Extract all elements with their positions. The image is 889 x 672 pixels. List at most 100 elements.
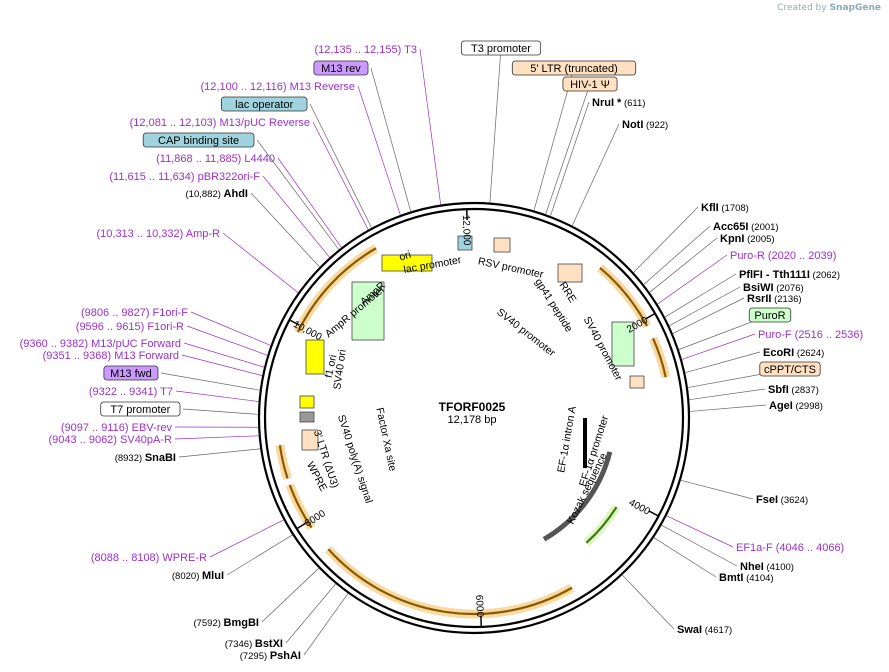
label-cppt-cts: cPPT/CTS <box>759 361 821 377</box>
label-t3-promoter-leader <box>489 47 502 203</box>
label-noti-leader <box>571 123 620 226</box>
label-pshai-text: (7295) PshAI <box>240 650 301 662</box>
label-bmti-text: BmtI (4104) <box>719 572 774 584</box>
label-bsiwi-text: BsiWI (2076) <box>743 282 804 294</box>
label-m13-reverse-leader <box>357 85 401 216</box>
label-puro-f: Puro-F (2516 .. 2536) <box>758 329 863 341</box>
label-kpni-text: KpnI (2005) <box>720 233 775 245</box>
tick-label-3: 8000 <box>303 508 328 529</box>
label-wpre-r-leader <box>209 519 284 558</box>
label-cap-binding-site-leader <box>256 139 340 250</box>
ampr-region-arc <box>327 548 573 616</box>
ori-arrow <box>381 254 433 272</box>
label-pbr322ori-f-text: (11,615 .. 11,634) pBR322ori-F <box>109 171 260 183</box>
label-cppt-cts-text: cPPT/CTS <box>764 364 816 376</box>
label-lac-operator-leader <box>309 103 372 228</box>
label-ebv-rev-text: (9097 .. 9116) EBV-rev <box>61 422 173 434</box>
label-lac-operator-text: lac operator <box>235 99 293 111</box>
label-hiv-1-leader <box>545 83 591 215</box>
label-kpni: KpnI (2005) <box>720 233 775 245</box>
puror-arc-1 <box>599 267 649 327</box>
label-pshai: (7295) PshAI <box>240 650 301 662</box>
label-pflfi-tth111i: PflFI - Tth111I (2062) <box>739 269 840 281</box>
label-m13-puc-forward: (9360 .. 9382) M13/pUC Forward <box>20 338 181 350</box>
label-l4440: (11,868 .. 11,885) L4440 <box>156 153 275 165</box>
label-5-ltr-truncated-box <box>511 60 637 76</box>
label-ef1a-f: EF1a-F (4046 .. 4066) <box>736 542 844 554</box>
label-leader-lines <box>160 47 791 656</box>
label-t3-promoter-text: T3 promoter <box>471 43 531 55</box>
label-t7: (9322 .. 9341) T7 <box>89 386 173 398</box>
label-t7-promoter-text: T7 promoter <box>110 404 170 416</box>
label-t7-text: (9322 .. 9341) T7 <box>89 386 173 398</box>
label-m13-rev-leader <box>370 67 412 212</box>
sv40-promoter-arrow <box>611 321 635 367</box>
tick-label-1: 4000 <box>627 498 652 518</box>
ef1a-green-arc <box>585 506 618 544</box>
label-nhei-leader <box>661 524 738 567</box>
label-mlui-text: (8020) MluI <box>172 570 224 582</box>
snapgene-credit: Created by SnapGene <box>777 3 881 13</box>
label-cap-binding-site: CAP binding site <box>142 132 255 148</box>
label-pbr322ori-f: (11,615 .. 11,634) pBR322ori-F <box>109 171 260 183</box>
label-fsei-text: FseI (3624) <box>756 494 808 506</box>
label-ef1a-f-leader <box>666 515 734 548</box>
rsv-box <box>493 237 511 253</box>
label-puror-box <box>748 307 792 323</box>
inner-label-12: SV40 poly(A) signal <box>335 413 375 504</box>
label-bmgbi-text: (7592) BmgBI <box>193 617 259 629</box>
label-fsei-leader <box>680 479 754 500</box>
label-ahdi-leader <box>250 192 320 268</box>
label-t7-promoter-box <box>100 401 181 417</box>
label-puror-text: PuroR <box>754 310 785 322</box>
label-m13-fwd: M13 fwd <box>103 365 159 381</box>
label-ef1a-f-text: EF1a-F (4046 .. 4066) <box>736 542 844 554</box>
label-m13-forward-leader <box>181 354 263 376</box>
label-m13-rev-box <box>313 60 369 76</box>
plasmid-size: 12,178 bp <box>448 414 497 426</box>
wpre-arc-2 <box>278 445 289 479</box>
tick-label-5: 12,000 <box>460 215 472 246</box>
wpre-arc-1 <box>288 484 313 529</box>
label-snabi-leader <box>178 448 261 458</box>
label-cap-binding-site-box <box>142 132 255 148</box>
label-f1ori-r-text: (9596 .. 9615) F1ori-R <box>76 321 184 333</box>
label-agei: AgeI (2998) <box>769 400 823 412</box>
label-m13-rev: M13 rev <box>313 60 369 76</box>
label-lac-operator: lac operator <box>220 96 308 112</box>
label-bsiwi-leader <box>669 286 741 327</box>
label-m13-fwd-text: M13 fwd <box>110 368 152 380</box>
label-puro-r-leader <box>657 254 728 305</box>
label-puro-f-leader <box>681 333 756 360</box>
label-m13-puc-reverse-text: (12,081 .. 12,103) M13/pUC Reverse <box>130 117 310 129</box>
label-swai: SwaI (4617) <box>677 624 732 636</box>
plasmid-name: TFORF0025 <box>439 400 506 414</box>
label-5-ltr-truncated-text: 5' LTR (truncated) <box>530 63 617 75</box>
ef1a-intron-bar <box>583 418 587 468</box>
label-rsrii-leader <box>672 297 745 334</box>
label-rsrii: RsrII (2136) <box>747 293 802 305</box>
label-m13-puc-forward-text: (9360 .. 9382) M13/pUC Forward <box>20 338 181 350</box>
rre-box <box>557 263 583 283</box>
label-agei-leader <box>689 404 767 412</box>
label-pflfi-tth111i-text: PflFI - Tth111I (2062) <box>739 269 840 281</box>
tick-label-2: 6000 <box>473 595 485 618</box>
label-kpni-leader <box>649 237 718 293</box>
label-sv40pa-r-text: (9043 .. 9062) SV40pA-R <box>48 434 172 446</box>
inner-label-2: RSV promoter <box>477 255 545 281</box>
label-amp-r: (10,313 .. 10,332) Amp-R <box>96 228 220 240</box>
label-nrui: NruI * (611) <box>592 97 645 109</box>
label-m13-puc-reverse: (12,081 .. 12,103) M13/pUC Reverse <box>130 117 310 129</box>
label-noti-text: NotI (922) <box>622 119 668 131</box>
label-acc65i: Acc65I (2001) <box>713 221 779 233</box>
label-sbfi-text: SbfI (2837) <box>768 384 819 396</box>
label-bmti-leader <box>653 537 717 578</box>
label-sv40pa-r-leader <box>174 435 259 440</box>
inner-label-9: f1 ori <box>323 354 340 379</box>
label-acc65i-text: Acc65I (2001) <box>713 221 779 233</box>
label-m13-forward-text: (9351 .. 9368) M13 Forward <box>43 350 179 362</box>
label-m13-reverse: (12,100 .. 12,116) M13 Reverse <box>201 81 356 93</box>
backbone-outer <box>257 201 691 635</box>
